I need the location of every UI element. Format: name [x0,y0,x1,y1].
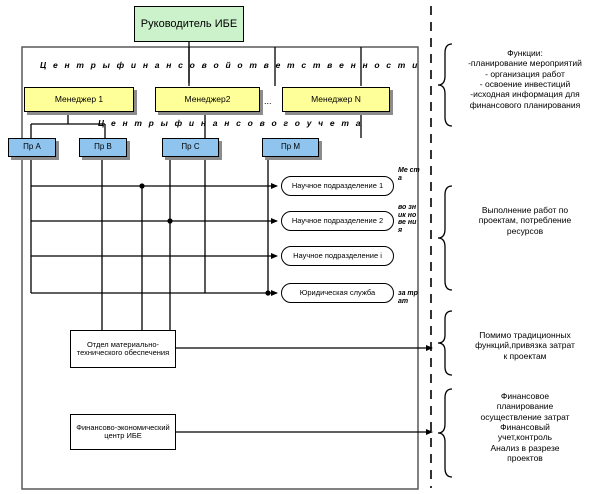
label-cost-origin-places-part1: Ме ст а [398,167,420,182]
panel-financial-planning-line-6: Анализ в разрезе [490,442,560,453]
box-project-c[interactable]: Пр C [162,138,219,157]
panel-cost-allocation: Помимо традиционных функций,привязка зат… [452,330,598,361]
panel-project-work-line-1: Выполнение работ по [481,205,569,215]
box-manager-1[interactable]: Менеджер 1 [24,87,134,112]
box-project-c-label: Пр C [181,142,200,152]
panel-financial-planning-line-3: осуществление затрат [480,411,570,422]
panel-functions-line-1: Функции: [507,48,543,58]
label-financial-responsibility-centers: Ц е н т р ы ф и н а н с о в о й о т в е … [40,60,420,70]
manager-ellipsis: ... [264,96,272,106]
box-legal-service[interactable]: Юридическая служба [281,283,394,303]
panel-functions-line-2: -планирование мероприятий [468,58,582,69]
box-research-unit-1[interactable]: Научное подразделение 1 [281,176,394,196]
label-financial-accounting-centers: Ц е н т р ы ф и н а н с о в о г о у ч е … [98,118,363,128]
panel-functions-line-4: - освоение инвестиций [479,79,571,90]
panel-financial-planning-line-1: Финансовое [500,391,550,401]
box-supply-department-label: Отдел материально-технического обеспечен… [76,339,170,357]
box-research-unit-i-label: Научное подразделение i [293,250,382,260]
panel-financial-planning: Финансовое планирование осуществление за… [452,391,598,464]
box-manager-n[interactable]: Менеджер N [282,87,390,112]
label-cost-origin-places-part2: во зн ик но ве ни я [398,204,417,234]
box-manager-2-label: Менеджер2 [184,93,231,104]
panel-financial-planning-line-4: Финансовый [500,422,550,433]
box-supply-department[interactable]: Отдел материально-технического обеспечен… [70,330,176,368]
panel-financial-planning-line-2: планирование [496,401,554,412]
box-project-a[interactable]: Пр A [8,138,56,157]
panel-cost-allocation-line-3: к проектам [503,350,547,361]
panel-project-work-line-2: проектам, потребление [478,215,572,226]
box-head-of-ibe-label: Руководитель ИБЕ [140,17,238,30]
panel-functions-line-5: -исходная информация для [470,89,580,100]
panel-cost-allocation-line-2: функций,привязка затрат [475,340,575,351]
box-project-a-label: Пр A [23,142,41,152]
panel-financial-planning-line-5: учет,контроль [497,432,553,443]
box-research-unit-2[interactable]: Научное подразделение 2 [281,211,394,231]
box-research-unit-2-label: Научное подразделение 2 [291,215,384,225]
box-project-m-label: Пр М [280,142,301,152]
panel-financial-planning-line-7: проектов [507,453,543,464]
panel-cost-allocation-line-1: Помимо традиционных [479,330,571,340]
box-manager-1-label: Менеджер 1 [54,93,104,104]
box-head-of-ibe[interactable]: Руководитель ИБЕ [134,6,244,42]
box-project-b[interactable]: Пр B [79,138,127,157]
panel-functions: Функции: -планирование мероприятий - орг… [452,48,598,110]
box-legal-service-label: Юридическая служба [299,287,376,297]
box-manager-2[interactable]: Менеджер2 [155,87,260,112]
box-finance-economic-center-label: Финансово-экономический центр ИБЕ [76,422,170,440]
box-project-b-label: Пр B [94,142,112,152]
box-manager-n-label: Менеджер N [311,93,361,104]
panel-functions-line-6: финансового планирования [469,99,581,110]
panel-project-work-line-3: ресурсов [506,225,544,236]
panel-project-work: Выполнение работ по проектам, потреблени… [452,205,598,236]
box-research-unit-1-label: Научное подразделение 1 [291,180,384,190]
box-project-m[interactable]: Пр М [262,138,319,157]
box-finance-economic-center[interactable]: Финансово-экономический центр ИБЕ [70,414,176,450]
box-research-unit-i[interactable]: Научное подразделение i [281,246,394,266]
panel-functions-line-3: - организация работ [485,68,565,79]
label-cost-origin-places-part3: за тр ат [398,290,418,305]
